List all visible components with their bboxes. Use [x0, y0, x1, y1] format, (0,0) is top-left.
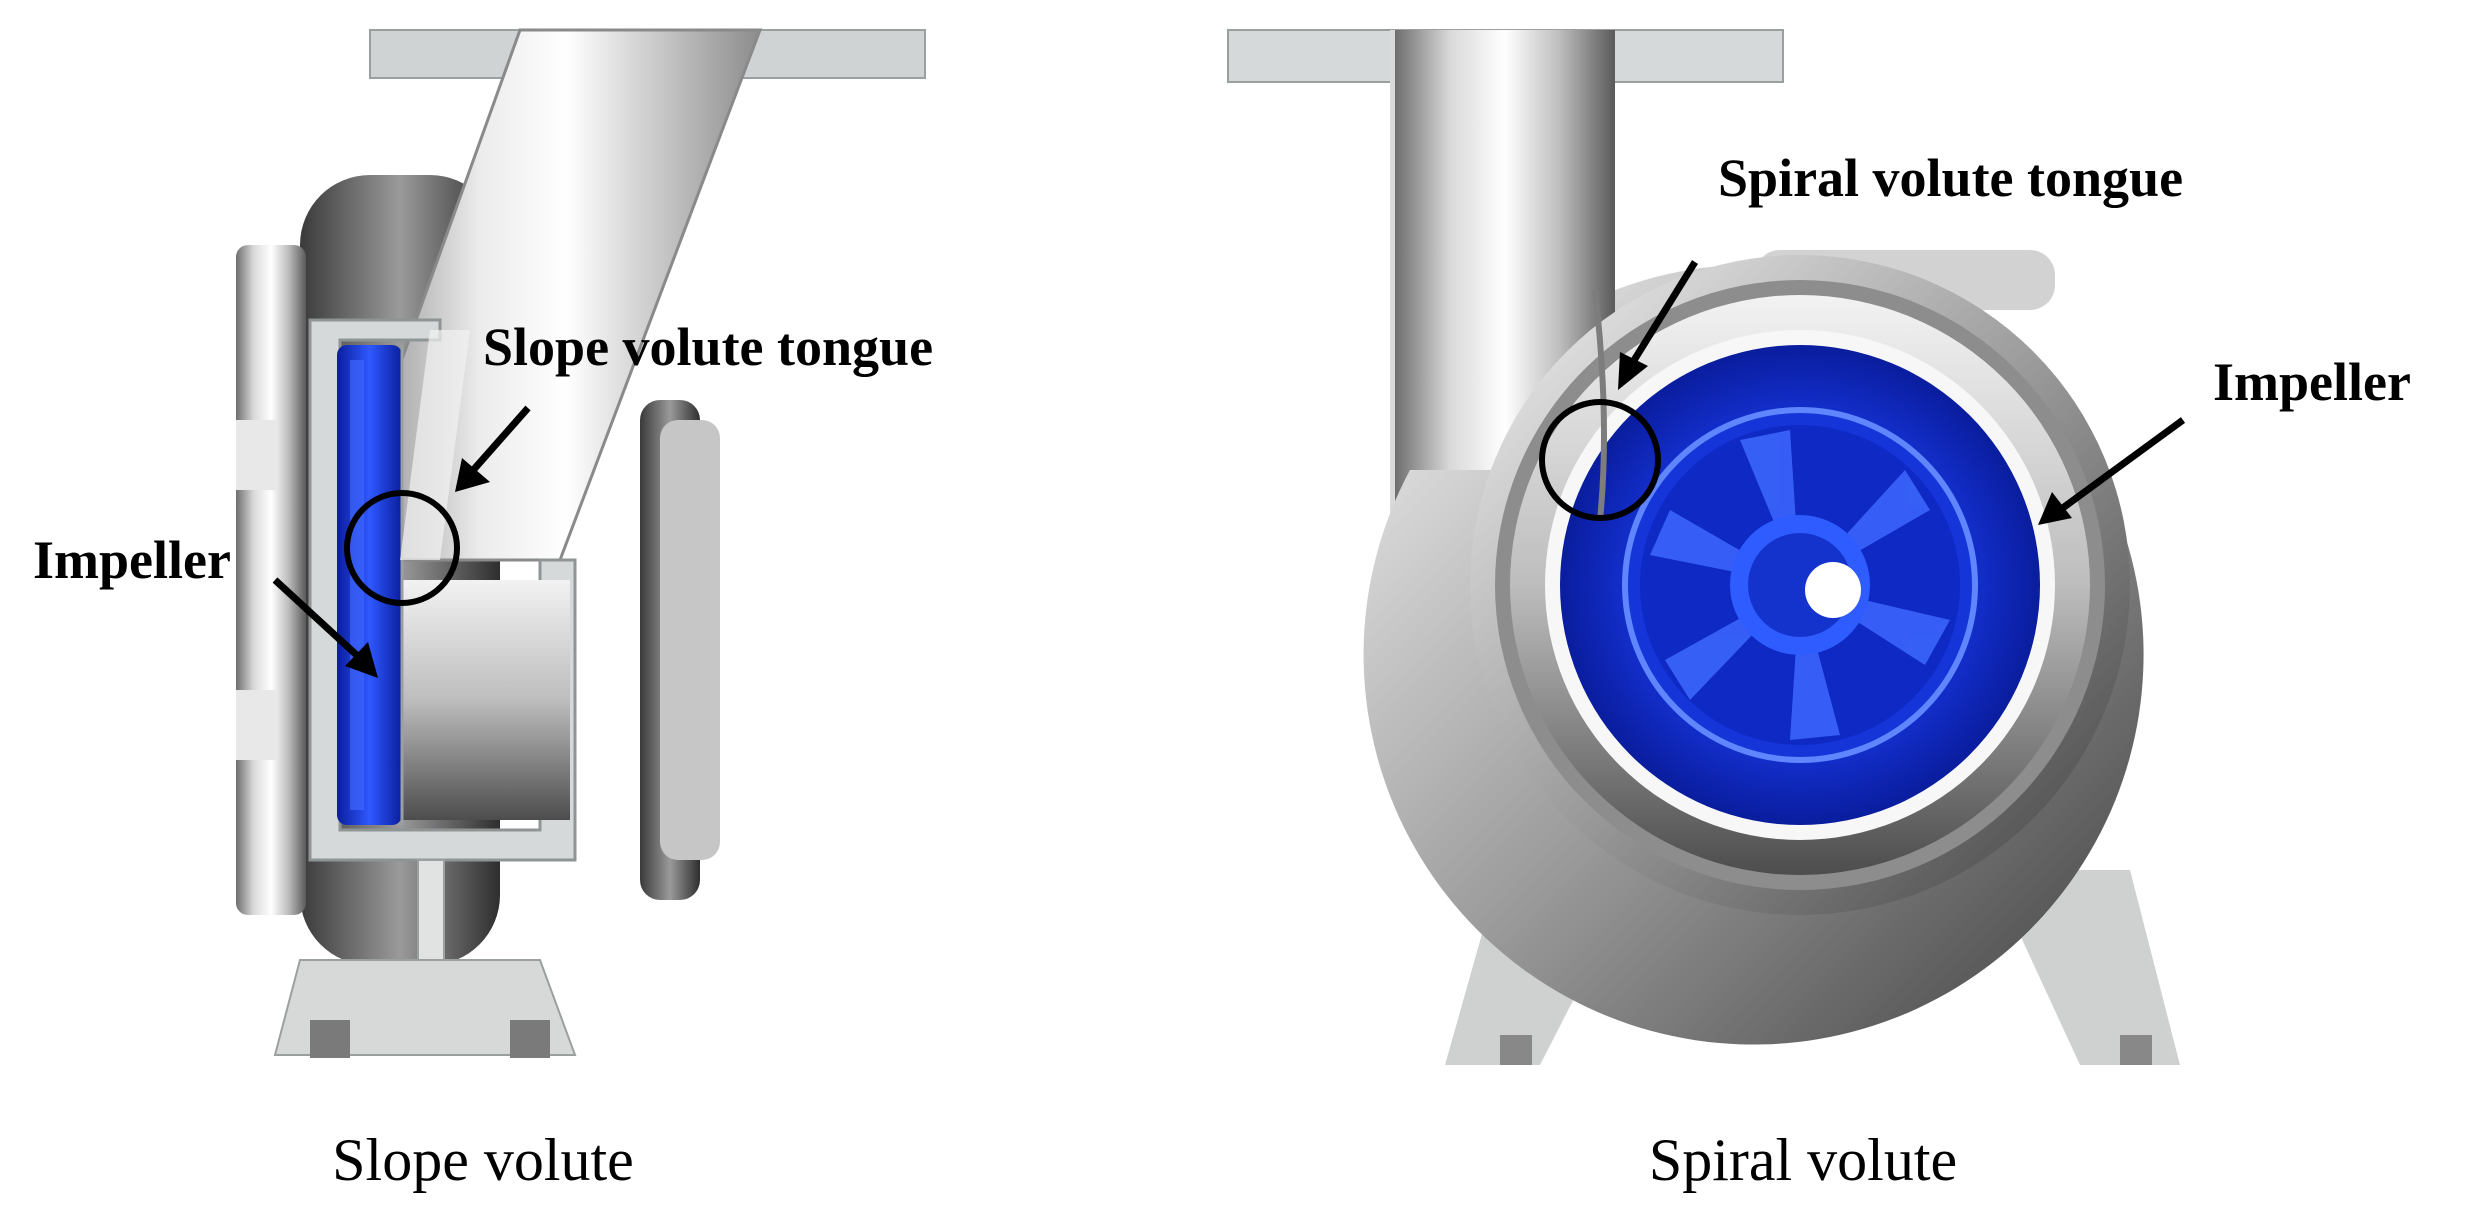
- slope-tongue-label: Slope volute tongue: [483, 317, 933, 377]
- slope-impeller-arrowhead: [345, 642, 378, 678]
- slope-impeller-annotation: Impeller: [33, 530, 378, 678]
- slope-volute-panel: Slope volute tongue Impeller Slope volut…: [33, 28, 933, 1193]
- spiral-tongue-annotation: Spiral volute tongue: [1539, 148, 2183, 521]
- spiral-impeller-arrowhead: [2038, 492, 2072, 525]
- spiral-impeller-annotation: Impeller: [2038, 352, 2411, 525]
- spiral-impeller-label: Impeller: [2213, 352, 2411, 412]
- slope-tongue-annotation: Slope volute tongue: [344, 317, 933, 606]
- slope-tongue-marker-circle: [344, 490, 460, 606]
- slope-impeller-label: Impeller: [33, 530, 231, 590]
- spiral-tongue-label: Spiral volute tongue: [1718, 148, 2183, 208]
- spiral-volute-panel: Spiral volute tongue Impeller Spiral vol…: [1227, 29, 2411, 1193]
- spiral-volute-drawing: [1227, 29, 2180, 1065]
- spiral-volute-caption: Spiral volute: [1649, 1127, 1957, 1193]
- slope-impeller-arrow: [272, 577, 365, 663]
- slope-volute-drawing: [236, 28, 926, 1058]
- slope-volute-caption: Slope volute: [332, 1127, 634, 1193]
- spiral-impeller-arrow: [2057, 417, 2186, 513]
- spiral-tongue-arrowhead: [1618, 352, 1648, 390]
- spiral-tongue-arrow: [1625, 260, 1698, 372]
- slope-tongue-arrow: [465, 405, 531, 479]
- slope-tongue-arrowhead: [455, 458, 490, 492]
- spiral-tongue-marker-circle: [1539, 399, 1661, 521]
